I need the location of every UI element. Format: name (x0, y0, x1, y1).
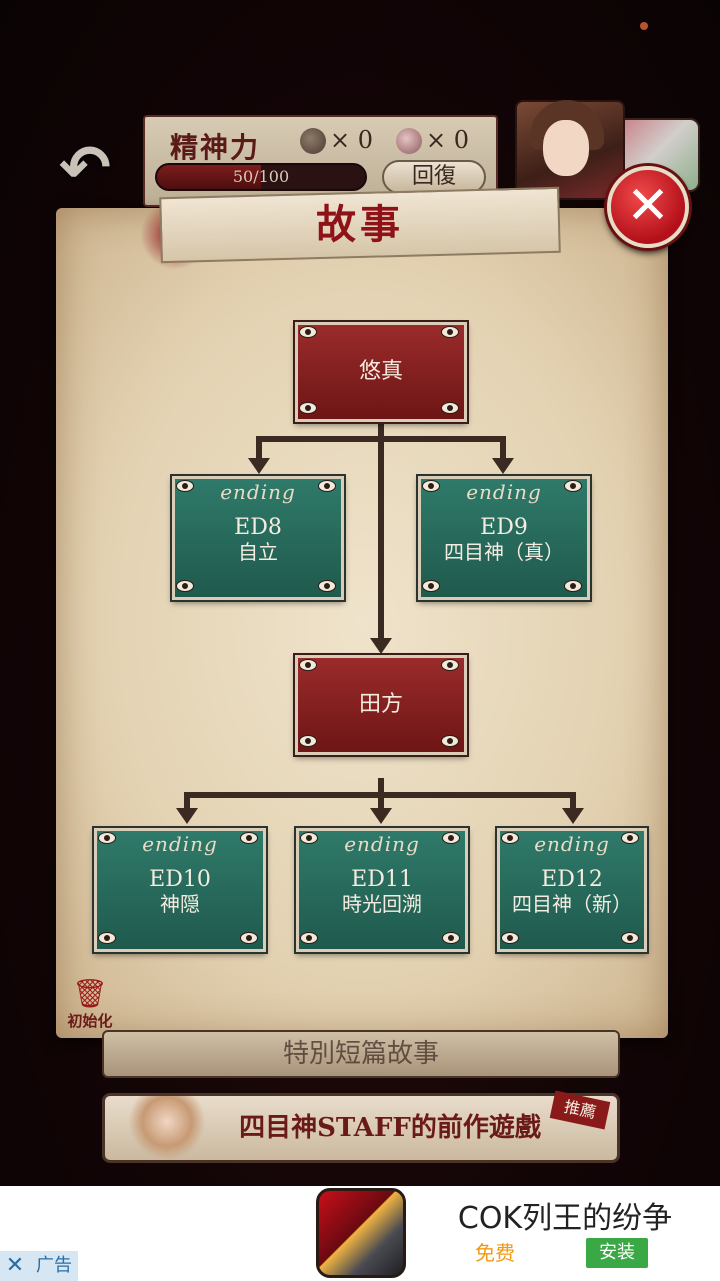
arrow-down-icon (176, 808, 198, 824)
eye-ornament-icon (299, 326, 317, 338)
ending-code: ED10 (149, 867, 211, 892)
ending-tag: ending (534, 832, 610, 856)
ending-node-ed8[interactable]: ending ED8 自立 (172, 476, 344, 600)
trash-icon[interactable]: 🗑 (72, 977, 108, 1010)
eye-ornament-icon (299, 735, 317, 747)
connector (378, 422, 384, 642)
ending-node-ed9[interactable]: ending ED9 四目神（真） (418, 476, 590, 600)
ending-tag: ending (142, 832, 218, 856)
eye-ornament-icon (300, 932, 318, 944)
item-candy-icon (396, 128, 422, 154)
eye-ornament-icon (564, 580, 582, 592)
eye-ornament-icon (300, 832, 318, 844)
special-story-button[interactable] (102, 1030, 620, 1078)
ending-node-ed12[interactable]: ending ED12 四目神（新） (497, 828, 647, 952)
stamina-label: 精神力 (170, 131, 261, 164)
stamina-bar-fill (157, 165, 261, 189)
eye-ornament-icon (501, 832, 519, 844)
connector (256, 436, 506, 442)
ad-free-label: 免费 (475, 1241, 515, 1265)
eye-ornament-icon (442, 832, 460, 844)
eye-ornament-icon (422, 580, 440, 592)
eye-ornament-icon (176, 580, 194, 592)
eye-ornament-icon (621, 932, 639, 944)
eye-ornament-icon (441, 659, 459, 671)
ending-code: ED12 (541, 867, 603, 892)
eye-ornament-icon (564, 480, 582, 492)
ending-tag: ending (466, 480, 542, 504)
ending-node-ed10[interactable]: ending ED10 神隠 (94, 828, 266, 952)
ad-label: 广告 (30, 1251, 78, 1281)
item-candy-count: × 0 (426, 126, 470, 154)
eye-ornament-icon (318, 480, 336, 492)
ending-code: ED11 (351, 867, 413, 892)
reset-label[interactable]: 初始化 (67, 1012, 113, 1030)
eye-ornament-icon (299, 402, 317, 414)
eye-ornament-icon (299, 659, 317, 671)
connector (570, 792, 576, 810)
eye-ornament-icon (240, 832, 258, 844)
ad-close-icon[interactable]: ✕ (0, 1251, 30, 1281)
staff-game-label: 四目神STAFF的前作遊戲 (239, 1113, 541, 1143)
ad-install-button[interactable]: 安装 (586, 1238, 648, 1268)
eye-ornament-icon (318, 580, 336, 592)
eye-ornament-icon (98, 832, 116, 844)
arrow-down-icon (248, 458, 270, 474)
eye-ornament-icon (441, 326, 459, 338)
eye-ornament-icon (422, 480, 440, 492)
arrow-down-icon (370, 638, 392, 654)
ending-tag: ending (220, 480, 296, 504)
route-node-root[interactable]: 悠真 (295, 322, 467, 422)
stamina-value: 50/100 (232, 167, 290, 186)
connector (256, 436, 262, 460)
ending-node-ed11[interactable]: ending ED11 時光回溯 (296, 828, 468, 952)
panel-title: 故事 (316, 201, 404, 248)
ending-tag: ending (344, 832, 420, 856)
ad-title[interactable]: COK列王的纷争 (457, 1201, 673, 1236)
eye-ornament-icon (240, 932, 258, 944)
back-arrow-icon[interactable]: ↶ (59, 131, 111, 204)
ending-name: 時光回溯 (342, 892, 422, 916)
eye-ornament-icon (98, 932, 116, 944)
connector (184, 792, 190, 810)
eye-ornament-icon (176, 480, 194, 492)
staff-girl-image (128, 1096, 206, 1160)
ending-name: 自立 (238, 540, 278, 564)
item-bag-count: × 0 (330, 126, 374, 154)
eye-ornament-icon (441, 402, 459, 414)
ending-name: 四目神（新） (512, 892, 632, 916)
close-icon[interactable]: ✕ (607, 166, 689, 248)
arrow-down-icon (492, 458, 514, 474)
avatar-face (543, 120, 589, 176)
ending-code: ED9 (480, 515, 528, 540)
eye-ornament-icon (442, 932, 460, 944)
eye-ornament-icon (621, 832, 639, 844)
ending-name: 四目神（真） (444, 540, 564, 564)
ad-game-icon[interactable] (316, 1188, 406, 1278)
stamina-bar (155, 163, 367, 191)
connector (500, 436, 506, 460)
arrow-down-icon (370, 808, 392, 824)
item-bag-icon (300, 128, 326, 154)
ending-name: 神隠 (160, 892, 200, 916)
ember-spark (640, 22, 648, 30)
special-story-label: 特別短篇故事 (282, 1039, 439, 1069)
eye-ornament-icon (441, 735, 459, 747)
connector (184, 792, 576, 798)
eye-ornament-icon (501, 932, 519, 944)
arrow-down-icon (562, 808, 584, 824)
route-node-mid[interactable]: 田方 (295, 655, 467, 755)
ending-code: ED8 (234, 515, 282, 540)
